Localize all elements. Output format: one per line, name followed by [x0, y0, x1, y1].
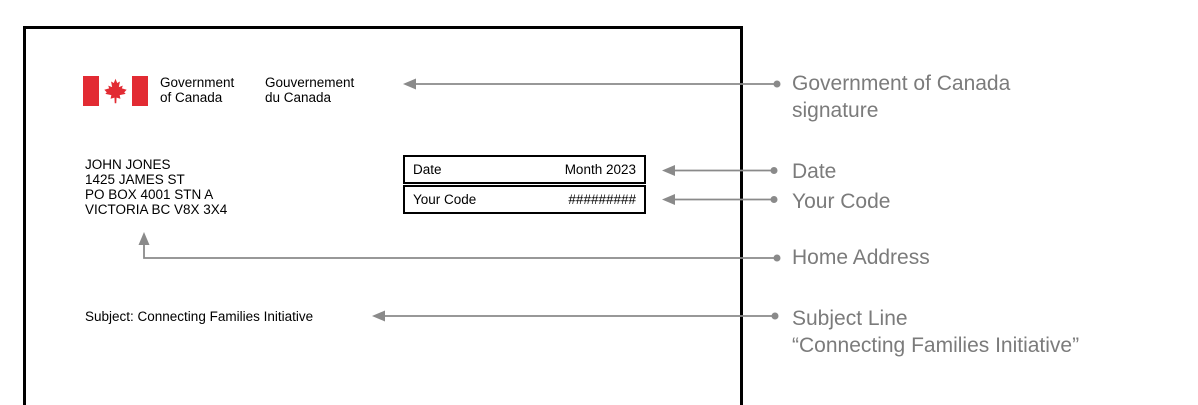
annotation-line: Subject Line	[792, 307, 908, 330]
address-line: VICTORIA BC V8X 3X4	[85, 202, 228, 217]
home-address-block: JOHN JONES 1425 JAMES ST PO BOX 4001 STN…	[85, 157, 227, 217]
annotation-line: Date	[792, 160, 837, 183]
signature-french-line1: Gouvernement	[265, 75, 355, 90]
annotation-line: signature	[792, 99, 879, 122]
subject-line: Subject: Connecting Families Initiative	[85, 309, 314, 324]
annotation-signature: Government of Canada signature	[792, 70, 1010, 124]
info-table: Date Month 2023 Your Code #########	[403, 155, 646, 214]
annotation-line: “Connecting Families Initiative”	[792, 334, 1080, 357]
letter-sample: Government of Canada Gouvernement du Can…	[23, 26, 743, 405]
annotation-line: Home Address	[792, 246, 930, 269]
info-row-label: Your Code	[413, 192, 477, 207]
annotation-line: Your Code	[792, 190, 891, 213]
annotation-home-address: Home Address	[792, 244, 930, 271]
signature-french-line2: du Canada	[265, 90, 332, 105]
info-row-date: Date Month 2023	[403, 155, 646, 184]
info-row-value: #########	[568, 192, 636, 207]
annotation-line: Government of Canada	[792, 72, 1011, 95]
annotation-your-code: Your Code	[792, 188, 890, 215]
annotation-date: Date	[792, 158, 836, 185]
address-line: 1425 JAMES ST	[85, 172, 185, 187]
signature-english-line1: Government	[160, 75, 235, 90]
annotation-subject-line: Subject Line “Connecting Families Initia…	[792, 305, 1079, 359]
signature-english: Government of Canada	[160, 75, 234, 105]
address-line: JOHN JONES	[85, 157, 171, 172]
signature-english-line2: of Canada	[160, 90, 223, 105]
info-row-label: Date	[413, 162, 442, 177]
address-line: PO BOX 4001 STN A	[85, 187, 214, 202]
info-row-your-code: Your Code #########	[403, 185, 646, 214]
canada-flag-icon	[83, 76, 148, 106]
signature-french: Gouvernement du Canada	[265, 75, 354, 105]
info-row-value: Month 2023	[564, 162, 636, 177]
